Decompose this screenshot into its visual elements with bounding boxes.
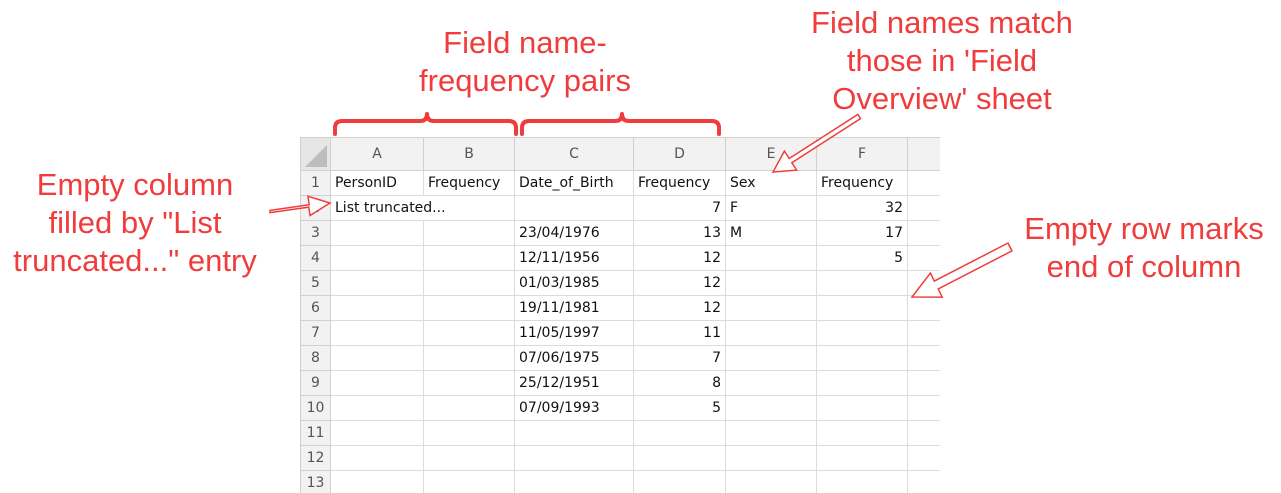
cell-b7[interactable]: [423, 320, 515, 346]
cell-g9[interactable]: [907, 370, 940, 396]
cell-e5[interactable]: [725, 270, 817, 296]
row-header[interactable]: 13: [300, 470, 331, 493]
cell-g6[interactable]: [907, 295, 940, 321]
cell-c10[interactable]: 07/09/1993: [514, 395, 634, 421]
cell-c6[interactable]: 19/11/1981: [514, 295, 634, 321]
column-header-c[interactable]: C: [514, 137, 634, 171]
brace-pair-1: [333, 112, 518, 136]
annotation-field-frequency-pairs: Field name- frequency pairs: [400, 24, 650, 100]
row-header[interactable]: 5: [300, 270, 331, 296]
select-all-corner[interactable]: [300, 137, 331, 171]
arrow-to-empty-row: [910, 241, 1013, 298]
table-row: 13: [300, 470, 940, 493]
cell-f9[interactable]: [816, 370, 908, 396]
column-header-b[interactable]: B: [423, 137, 515, 171]
cell-b4[interactable]: [423, 245, 515, 271]
cell-f4[interactable]: 5: [816, 245, 908, 271]
annotation-text: Field name- frequency pairs: [419, 25, 631, 98]
cell-d4[interactable]: 12: [633, 245, 726, 271]
cell-g12[interactable]: [907, 445, 940, 471]
annotation-text: Empty row marks end of column: [1024, 211, 1264, 284]
cell-b9[interactable]: [423, 370, 515, 396]
cell-d2[interactable]: 7: [633, 195, 726, 221]
row-header[interactable]: 10: [300, 395, 331, 421]
row-header[interactable]: 11: [300, 420, 331, 446]
column-header-f[interactable]: F: [816, 137, 908, 171]
cell-d6[interactable]: 12: [633, 295, 726, 321]
cell-g3[interactable]: [907, 220, 940, 246]
arrow-to-list-truncated: [269, 195, 332, 217]
cell-b10[interactable]: [423, 395, 515, 421]
cell-b3[interactable]: [423, 220, 515, 246]
cell-a2[interactable]: List truncated...: [330, 195, 446, 221]
cell-f2[interactable]: 32: [816, 195, 908, 221]
cell-f8[interactable]: [816, 345, 908, 371]
cell-f1[interactable]: Frequency: [816, 170, 908, 196]
column-header-a[interactable]: A: [330, 137, 424, 171]
row-header[interactable]: 3: [300, 220, 331, 246]
annotation-empty-column: Empty column filled by "List truncated..…: [0, 166, 270, 280]
column-header-g[interactable]: [907, 137, 940, 171]
column-header-row: A B C D E F: [300, 137, 940, 171]
row-header[interactable]: 4: [300, 245, 331, 271]
annotation-field-names: Field names match those in 'Field Overvi…: [792, 4, 1092, 118]
cell-d8[interactable]: 7: [633, 345, 726, 371]
row-header[interactable]: 7: [300, 320, 331, 346]
cell-c7[interactable]: 11/05/1997: [514, 320, 634, 346]
cell-c8[interactable]: 07/06/1975: [514, 345, 634, 371]
cell-a1[interactable]: PersonID: [330, 170, 424, 196]
row-header[interactable]: 6: [300, 295, 331, 321]
cell-f6[interactable]: [816, 295, 908, 321]
cell-b1[interactable]: Frequency: [423, 170, 515, 196]
cell-b8[interactable]: [423, 345, 515, 371]
cell-c5[interactable]: 01/03/1985: [514, 270, 634, 296]
cell-f7[interactable]: [816, 320, 908, 346]
cell-g13[interactable]: [907, 470, 940, 493]
cell-c1[interactable]: Date_of_Birth: [514, 170, 634, 196]
cell-g8[interactable]: [907, 345, 940, 371]
annotation-text: Empty column filled by "List truncated..…: [13, 167, 257, 278]
row-header[interactable]: 12: [300, 445, 331, 471]
cell-b11[interactable]: [423, 420, 515, 446]
arrow-to-field-name: [771, 113, 862, 173]
cell-c3[interactable]: 23/04/1976: [514, 220, 634, 246]
cell-e4[interactable]: [725, 245, 817, 271]
annotation-empty-row: Empty row marks end of column: [1008, 210, 1280, 286]
row-header[interactable]: 8: [300, 345, 331, 371]
cell-g1[interactable]: [907, 170, 940, 196]
table-row: 11: [300, 420, 940, 446]
cell-a12[interactable]: [330, 445, 424, 471]
cell-e9[interactable]: [725, 370, 817, 396]
row-header[interactable]: 9: [300, 370, 331, 396]
row-header[interactable]: 1: [300, 170, 331, 196]
cell-b2[interactable]: [423, 195, 515, 221]
brace-pair-2: [520, 112, 721, 136]
cell-d7[interactable]: 11: [633, 320, 726, 346]
select-all-triangle-icon: [305, 145, 327, 167]
table-row: 12: [300, 445, 940, 471]
annotation-text: Field names match those in 'Field Overvi…: [811, 5, 1073, 116]
cell-f11[interactable]: [816, 420, 908, 446]
